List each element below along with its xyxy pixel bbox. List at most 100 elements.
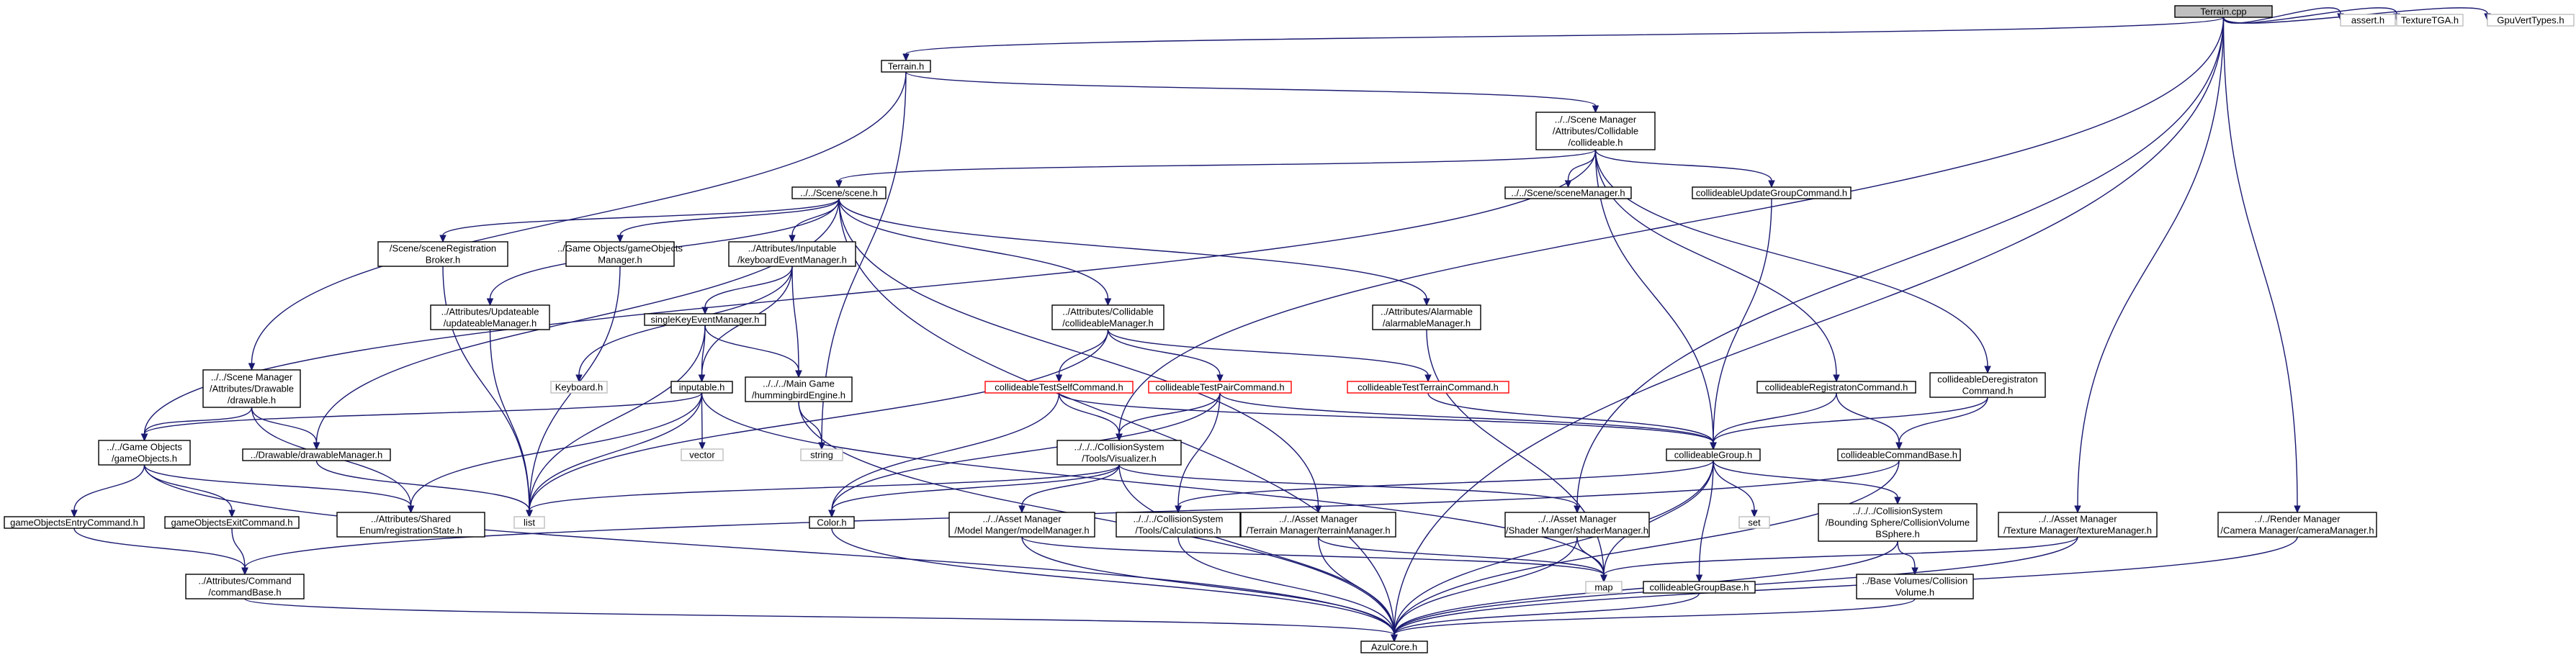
arrowhead-icon <box>795 370 802 379</box>
edge-line <box>1021 536 1395 635</box>
node-box <box>948 512 1095 538</box>
node-collidablemgr_h[interactable]: ../Attributes/Collidable/collideableMana… <box>1051 304 1164 330</box>
arrowhead-icon <box>1600 574 1607 583</box>
node-label-line: /alarmableManager.h <box>1383 318 1471 329</box>
arrowhead-icon <box>526 510 533 518</box>
node-assert_h[interactable]: assert.h <box>2340 14 2396 27</box>
node-drawable_h[interactable]: ../../Scene Manager/Attributes/Drawable/… <box>202 369 301 408</box>
edge-cregcmd_h-to-cgroup_h <box>1710 392 1837 451</box>
arrowhead-icon <box>616 235 624 243</box>
node-modelmgr_h[interactable]: ../../Asset Manager/Model Manger/modelMa… <box>948 512 1095 538</box>
node-ctself_h[interactable]: collideableTestSelfCommand.h <box>984 381 1134 394</box>
edge-line <box>1713 392 1837 443</box>
node-label-line: ../../../CollisionSystem <box>1853 506 1943 517</box>
node-alarmablemgr_h[interactable]: ../Attributes/Alarmable/alarmableManager… <box>1372 304 1481 330</box>
node-updateablemgr_h[interactable]: ../Attributes/Updateable/updateableManag… <box>430 304 550 330</box>
node-vector_h[interactable]: vector <box>681 448 724 461</box>
node-cgroup_h[interactable]: collideableGroup.h <box>1666 448 1761 461</box>
node-cgroupbase_h[interactable]: collideableGroupBase.h <box>1643 581 1756 594</box>
node-label-line: string <box>810 450 833 461</box>
node-label-line: ../../Asset Manager <box>2038 514 2117 525</box>
edge-scene_h-to-sceneregbroker_h <box>439 198 840 243</box>
node-gameobjects_h[interactable]: ../../Game Objects/gameObjects.h <box>98 440 191 466</box>
arrowhead-icon <box>71 510 78 518</box>
node-azulcore_h[interactable]: AzulCore.h <box>1360 640 1428 653</box>
node-label-line: AzulCore.h <box>1371 642 1417 653</box>
node-label-line: Manager.h <box>598 255 642 266</box>
node-terrain_cpp[interactable]: Terrain.cpp <box>2174 5 2273 18</box>
node-label-line: set <box>1748 517 1761 528</box>
node-ccmdbase_h[interactable]: collideableCommandBase.h <box>1837 448 1961 461</box>
node-box <box>430 304 550 330</box>
node-inputable_h[interactable]: inputable.h <box>670 381 733 394</box>
node-label-line: Volume.h <box>1895 587 1934 598</box>
node-terrain_h[interactable]: Terrain.h <box>881 60 931 73</box>
node-scene_h[interactable]: ../../Scene/scene.h <box>791 186 887 199</box>
node-map_h[interactable]: map <box>1585 581 1623 594</box>
edge-collidablemgr_h-to-list_h <box>526 329 1109 518</box>
node-label-line: Terrain.h <box>888 61 925 72</box>
node-label-line: gameObjectsExitCommand.h <box>171 517 292 528</box>
node-label-line: /Tools/Calculations.h <box>1135 525 1221 536</box>
node-basevolumes_h[interactable]: ../Base Volumes/CollisionVolume.h <box>1856 574 1974 599</box>
node-box <box>242 448 391 461</box>
node-terrainmgr_h[interactable]: ../../Asset Manager/Terrain Manager/terr… <box>1240 512 1396 538</box>
node-box <box>809 516 855 529</box>
node-kbeventmgr_h[interactable]: ../Attributes/Inputable/keyboardEventMan… <box>728 241 856 267</box>
node-box <box>1051 304 1164 330</box>
node-set_h[interactable]: set <box>1738 516 1770 529</box>
edge-line <box>791 266 799 371</box>
node-hummingbird_h[interactable]: ../../../Main Game/hummingbirdEngine.h <box>745 376 853 402</box>
node-texturetga_h[interactable]: TextureTGA.h <box>2396 14 2464 27</box>
arrowhead-icon <box>575 374 583 383</box>
node-shadermgr_h[interactable]: ../../Asset Manager/Shader Manger/shader… <box>1504 512 1650 538</box>
node-scenemanager_h[interactable]: ../../Scene/sceneManager.h <box>1504 186 1632 199</box>
node-string_h[interactable]: string <box>800 448 843 461</box>
node-visualizer_h[interactable]: ../../../CollisionSystem/Tools/Visualize… <box>1056 440 1182 466</box>
node-label-line: TextureTGA.h <box>2401 15 2459 26</box>
node-box <box>2396 14 2464 27</box>
node-box <box>1347 381 1509 394</box>
node-cameramgr_h[interactable]: ../../Render Manager/Camera Manager/came… <box>2217 512 2377 538</box>
node-ctpair_h[interactable]: collideableTestPairCommand.h <box>1148 381 1292 394</box>
edge-cgroup_h-to-cgroupbase_h <box>1695 460 1714 583</box>
node-label-line: /Bounding Sphere/CollisionVolume <box>1826 517 1970 528</box>
edge-line <box>143 464 412 507</box>
node-label-line: ../Game Objects/gameObjects <box>557 243 683 254</box>
node-collideable_h[interactable]: ../../Scene Manager/Attributes/Collidabl… <box>1535 112 1656 150</box>
arrowhead-icon <box>1175 505 1182 514</box>
node-bsphere_h[interactable]: ../../../CollisionSystem/Bounding Sphere… <box>1818 503 1978 542</box>
node-goexit_h[interactable]: gameObjectsExitCommand.h <box>164 516 300 529</box>
node-regstate_h[interactable]: ../Attributes/SharedEnum/registrationSta… <box>336 512 485 538</box>
node-label-line: /collideable.h <box>1569 137 1623 148</box>
node-label-line: map <box>1594 582 1612 593</box>
edge-line <box>1058 392 1120 435</box>
node-cregcmd_h[interactable]: collideableRegistratonCommand.h <box>1756 381 1916 394</box>
edge-line <box>1594 149 1772 181</box>
node-color_h[interactable]: Color.h <box>809 516 855 529</box>
node-box <box>1504 512 1650 538</box>
node-list_h[interactable]: list <box>513 516 545 529</box>
node-box <box>377 241 508 267</box>
node-box <box>881 60 931 73</box>
edge-inputable_h-to-regstate_h <box>407 392 703 514</box>
arrowhead-icon <box>835 180 843 189</box>
node-box <box>4 516 145 529</box>
node-cugc_h[interactable]: collideableUpdateGroupCommand.h <box>1692 186 1852 199</box>
node-ctterrain_h[interactable]: collideableTestTerrainCommand.h <box>1347 381 1509 394</box>
node-calculations_h[interactable]: ../../../CollisionSystem/Tools/Calculati… <box>1116 512 1241 538</box>
edge-line <box>251 407 318 443</box>
node-keyboard_h[interactable]: Keyboard.h <box>550 381 608 394</box>
node-drawablemgr_h[interactable]: ../Drawable/drawableManager.h <box>242 448 391 461</box>
edge-cregcmd_h-to-ccmdbase_h <box>1836 392 1903 451</box>
node-box <box>728 241 856 267</box>
node-texturemgr_h[interactable]: ../../Asset Manager/Texture Manager/text… <box>1998 512 2158 538</box>
node-gpuverttypes_h[interactable]: GpuVertTypes.h <box>2487 14 2575 27</box>
node-commandbase_h[interactable]: ../Attributes/Command/commandBase.h <box>185 574 305 599</box>
edge-line <box>410 392 703 507</box>
node-goentry_h[interactable]: gameObjectsEntryCommand.h <box>4 516 145 529</box>
node-singlekey_h[interactable]: singleKeyEventManager.h <box>644 313 766 326</box>
